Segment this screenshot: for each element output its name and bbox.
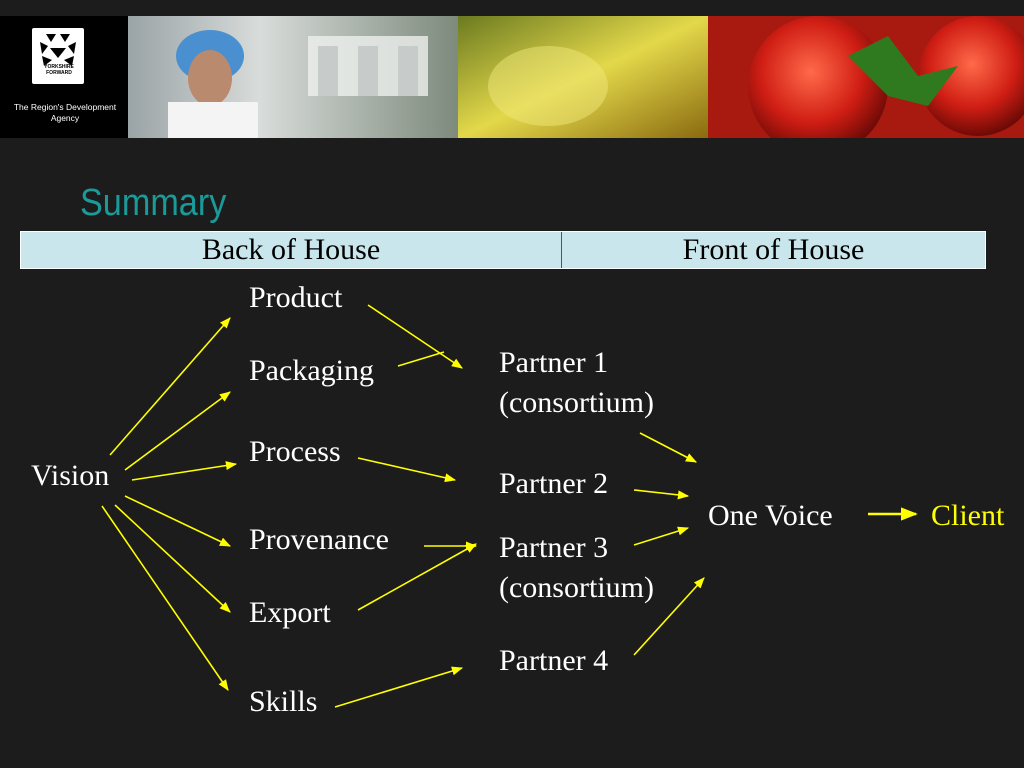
arrow-partner1-onevoice — [639, 432, 697, 463]
arrow-partner2-onevoice — [633, 489, 690, 500]
arrow-vision-export — [114, 504, 231, 613]
node-skills: Skills — [249, 685, 318, 718]
yorkshire-forward-logo — [32, 28, 84, 84]
banner-photo — [128, 16, 1024, 138]
arrow-export-partner3 — [357, 543, 477, 611]
arrow-partner3-onevoice — [633, 526, 690, 546]
node-provenance: Provenance — [249, 523, 389, 556]
node-client: Client — [931, 499, 1005, 532]
node-partner1: Partner 1 (consortium) — [499, 343, 654, 423]
header-bar: Back of House Front of House — [20, 231, 986, 269]
node-process: Process — [249, 435, 341, 468]
node-packaging: Packaging — [249, 354, 374, 387]
arrow-vision-provenance — [124, 495, 232, 547]
node-one-voice: One Voice — [708, 499, 833, 532]
partner3-type: (consortium) — [499, 571, 654, 604]
node-export: Export — [249, 596, 331, 629]
partner1-type: (consortium) — [499, 386, 654, 419]
arrow-vision-packaging — [124, 391, 231, 471]
arrow-vision-product — [109, 317, 231, 456]
node-partner3: Partner 3 (consortium) — [499, 528, 654, 608]
back-of-house-header: Back of House — [21, 232, 562, 268]
logo-tagline: The Region's Development Agency — [13, 102, 117, 123]
node-product: Product — [249, 281, 343, 314]
arrow-process-partner2 — [357, 457, 457, 483]
slide-title: Summary — [80, 182, 227, 224]
node-partner2: Partner 2 — [499, 467, 609, 500]
partner1-name: Partner 1 — [499, 346, 609, 379]
arrow-skills-partner4 — [334, 666, 464, 708]
arrow-partner4-onevoice — [633, 577, 705, 656]
logo-panel: YORKSHIRE FORWARD The Region's Developme… — [0, 16, 128, 138]
front-of-house-header: Front of House — [682, 233, 865, 266]
arrow-packaging-join — [397, 351, 445, 367]
partner3-name: Partner 3 — [499, 531, 609, 564]
header-banner: YORKSHIRE FORWARD The Region's Developme… — [0, 16, 1024, 138]
arrow-vision-skills — [101, 505, 229, 691]
logo-text: YORKSHIRE FORWARD — [44, 64, 74, 76]
arrow-product-partner1 — [367, 304, 463, 369]
node-partner4: Partner 4 — [499, 644, 609, 677]
node-vision: Vision — [31, 459, 110, 492]
arrow-vision-process — [131, 461, 238, 481]
